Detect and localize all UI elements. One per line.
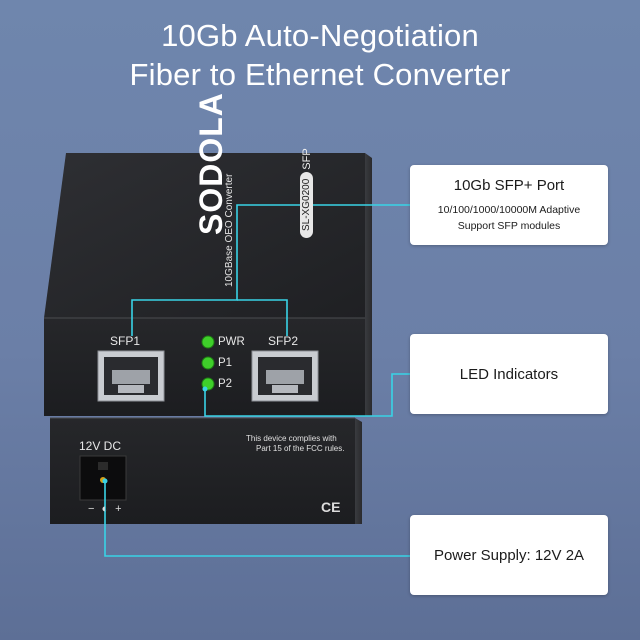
callout-sfp-title: 10Gb SFP+ Port [453, 177, 565, 194]
dc-power-jack [79, 455, 127, 501]
callout-power-supply: Power Supply: 12V 2A [410, 515, 608, 595]
callout-sfp-desc-1: 10/100/1000/10000M Adaptive [437, 204, 581, 216]
led-connector-dot [202, 386, 208, 392]
sfp1-port [97, 350, 165, 402]
led-p2-label: P2 [218, 378, 233, 390]
callout-sfp-port: 10Gb SFP+ Port 10/100/1000/10000M Adapti… [410, 165, 608, 245]
model-number: SL-XG0200 [300, 171, 313, 238]
callout-power-title: Power Supply: 12V 2A [433, 547, 585, 564]
brand-subtitle: 10GBase OEO Converter [224, 173, 235, 287]
callout-led-indicators: LED Indicators [410, 334, 608, 414]
bottom-unit-side-face [355, 418, 362, 524]
callout-led-title: LED Indicators [459, 366, 559, 383]
led-p1-label: P1 [218, 357, 233, 369]
model-label: SL-XG0200 SFP [300, 148, 313, 238]
callout-sfp-desc-2: Support SFP modules [457, 220, 561, 232]
led-pwr [201, 335, 215, 349]
sfp2-port [251, 350, 319, 402]
headline-line-2: Fiber to Ethernet Converter [129, 57, 511, 92]
callout-connectors [104, 204, 410, 557]
ce-mark: CE [321, 499, 341, 515]
power-connector-dot [102, 478, 108, 484]
model-suffix: SFP [300, 148, 313, 170]
sfp1-label: SFP1 [110, 334, 141, 348]
led-p1 [201, 356, 215, 370]
led-pwr-label: PWR [218, 336, 245, 348]
top-unit-side-face [365, 153, 372, 416]
fcc-notice-line-2: Part 15 of the FCC rules. [256, 444, 345, 453]
top-unit-top-face [44, 153, 365, 318]
fcc-notice-line-1: This device complies with [246, 434, 337, 443]
polarity-symbol: − ◐ + [88, 503, 124, 515]
sfp2-label: SFP2 [268, 334, 299, 348]
power-input-label: 12V DC [79, 439, 122, 453]
headline-line-1: 10Gb Auto-Negotiation [161, 18, 479, 53]
